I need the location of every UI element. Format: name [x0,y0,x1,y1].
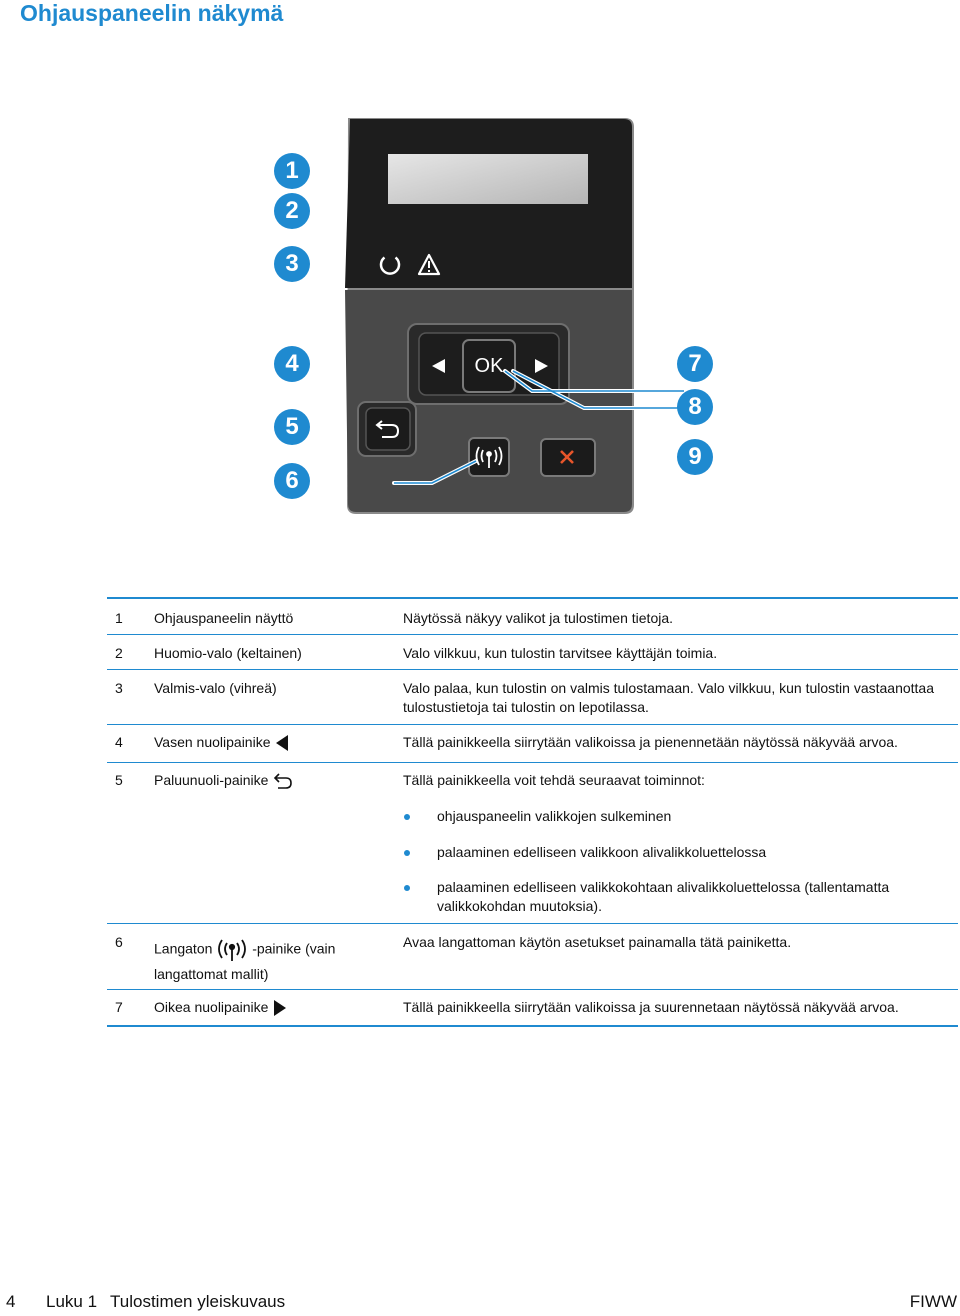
callout-7: 7 [677,346,713,382]
row-description: Tällä painikkeella siirrytään valikoissa… [403,734,898,750]
ready-light-icon [379,256,401,275]
callout-9: 9 [677,439,713,475]
right-arrow-icon [535,359,548,373]
row-name: Ohjauspaneelin näyttö [154,610,294,626]
row-description: Tällä painikkeella siirrytään valikoissa… [403,999,899,1015]
lcd-screen [388,154,588,204]
row-divider [107,762,958,763]
wireless-icon [475,446,503,468]
callout-2: 2 [274,193,310,229]
row-name: Valmis-valo (vihreä) [154,680,277,696]
row-divider [107,724,958,725]
row-name: Paluunuoli-painike [154,772,269,788]
callout-8: 8 [677,389,713,425]
row-name: Langaton [154,940,213,957]
bullet [404,885,410,891]
row-name: Vasen nuolipainike [154,734,271,750]
bullet-text: palaaminen edelliseen valikkoon alivalik… [437,844,767,860]
row-number: 7 [115,999,123,1015]
table-top-rule [107,597,958,599]
bullet-text: ohjauspaneelin valikkojen sulkeminen [437,808,672,824]
back-arrow-icon [375,420,400,438]
row-number: 5 [115,772,123,788]
left-arrow-icon [432,359,445,373]
control-panel-illustration [345,118,686,514]
footer-chapter: Luku 1 [46,1292,98,1311]
bullet-text: palaaminen edelliseen valikkokohtaan ali… [437,879,890,914]
callout-5: 5 [274,409,310,445]
row-name-suffix: -painike (vain [252,940,336,957]
back-arrow-icon [274,773,293,790]
row-number: 1 [115,610,123,626]
attention-light-icon [417,253,441,276]
bullet [404,814,410,820]
row-number: 6 [115,934,123,950]
row-name: Oikea nuolipainike [154,999,269,1015]
right-arrow-icon [274,1000,287,1017]
ok-button [462,339,516,393]
row-divider [107,669,958,670]
page-title: Ohjauspaneelin näkymä [20,0,284,26]
row-name-line-2: langattomat mallit) [154,966,269,982]
row-number: 4 [115,734,123,750]
callout-3: 3 [274,246,310,282]
callout-6: 6 [274,463,310,499]
callout-4: 4 [274,346,310,382]
callout-1: 1 [274,153,310,189]
bullet [404,850,410,856]
row-divider [107,634,958,635]
row-number: 3 [115,680,123,696]
footer-chapter-title: Tulostimen yleiskuvaus [110,1292,286,1311]
row-divider [107,923,958,924]
left-arrow-icon [276,735,289,752]
row-description: Valo vilkkuu, kun tulostin tarvitsee käy… [403,645,718,661]
row-description: Valo palaa, kun tulostin on valmis tulos… [403,680,935,715]
row-description: Näytössä näkyy valikot ja tulostimen tie… [403,610,674,626]
row-divider [107,989,958,990]
cancel-x-icon [560,450,574,464]
row-description: Tällä painikkeella voit tehdä seuraavat … [403,772,705,788]
wireless-icon [218,939,247,961]
table-bottom-rule [107,1025,958,1027]
table-row: 6 Langaton -painike (vain langattomat ma… [107,933,958,985]
row-number: 2 [115,645,123,661]
footer-page-number: 4 [6,1292,16,1311]
footer-doc-id: FIWW [909,1292,957,1311]
ok-label: OK [474,355,504,377]
row-description: Avaa langattoman käytön asetukset painam… [403,934,792,950]
row-name: Huomio-valo (keltainen) [154,645,302,661]
